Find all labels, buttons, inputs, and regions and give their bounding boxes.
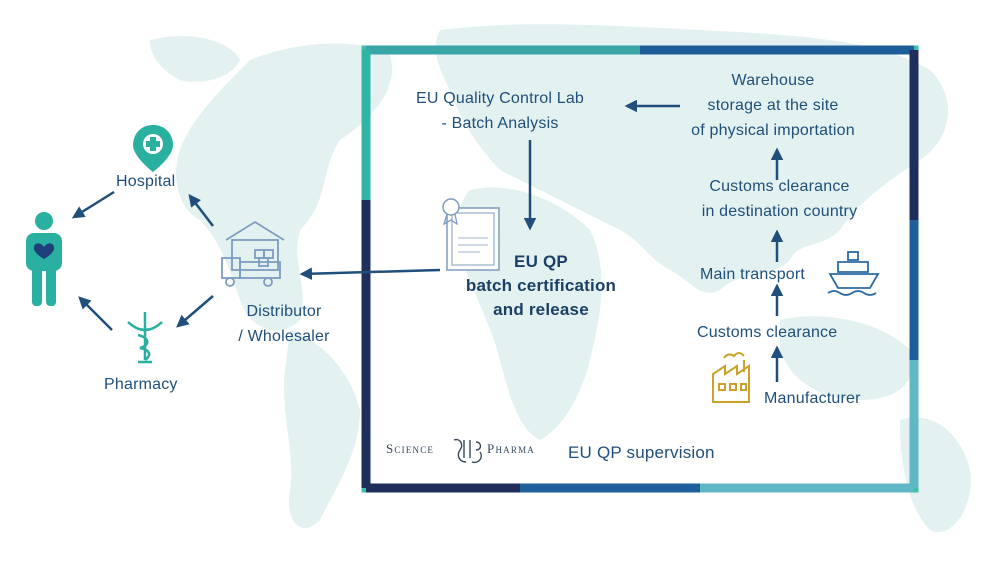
distributor-label: Distributor / Wholesaler [222, 299, 346, 349]
hospital-label: Hospital [116, 173, 176, 190]
truck-warehouse-icon [221, 220, 285, 287]
patient-icon [26, 212, 62, 306]
arrow-distributor-to-pharmacy [176, 295, 214, 328]
arrow-qp-to-distributor [299, 267, 441, 280]
warehouse-label: Warehouse storage at the site of physica… [668, 68, 878, 143]
qc-lab-text: EU Quality Control Lab - Batch Analysis [416, 90, 585, 132]
hospital-pin-icon [133, 125, 173, 172]
arrow-distributor-to-hospital [188, 194, 214, 227]
qp-certification-text: EU QP batch certification and release [465, 252, 617, 319]
customs-destination-label: Customs clearance in destination country [672, 174, 887, 224]
brand-left: Science [386, 441, 435, 456]
qp-certification-label: EU QP batch certification and release [452, 250, 630, 322]
customs-clearance-label: Customs clearance [697, 324, 838, 341]
factory-icon [712, 352, 750, 403]
certificate-icon [442, 198, 500, 271]
arrow-pharmacy-to-patient [78, 296, 113, 331]
distributor-text: Distributor / Wholesaler [238, 303, 330, 345]
warehouse-text: Warehouse storage at the site of physica… [691, 72, 855, 139]
manufacturer-label: Manufacturer [764, 390, 861, 407]
pharmacy-label: Pharmacy [104, 376, 178, 393]
brand-right: Pharma [487, 441, 535, 456]
ship-icon [827, 251, 880, 296]
customs-destination-text: Customs clearance in destination country [701, 178, 858, 220]
science-pharma-logo: Science Pharma [386, 441, 535, 457]
qc-lab-label: EU Quality Control Lab - Batch Analysis [416, 86, 584, 136]
qp-supervision-label: EU QP supervision [568, 443, 715, 462]
main-transport-label: Main transport [700, 266, 806, 283]
science-pharma-logo-mark [453, 438, 482, 464]
pharmacy-icon [127, 312, 163, 364]
eu-supervision-frame [361, 45, 919, 493]
arrow-hospital-to-patient [71, 190, 115, 219]
